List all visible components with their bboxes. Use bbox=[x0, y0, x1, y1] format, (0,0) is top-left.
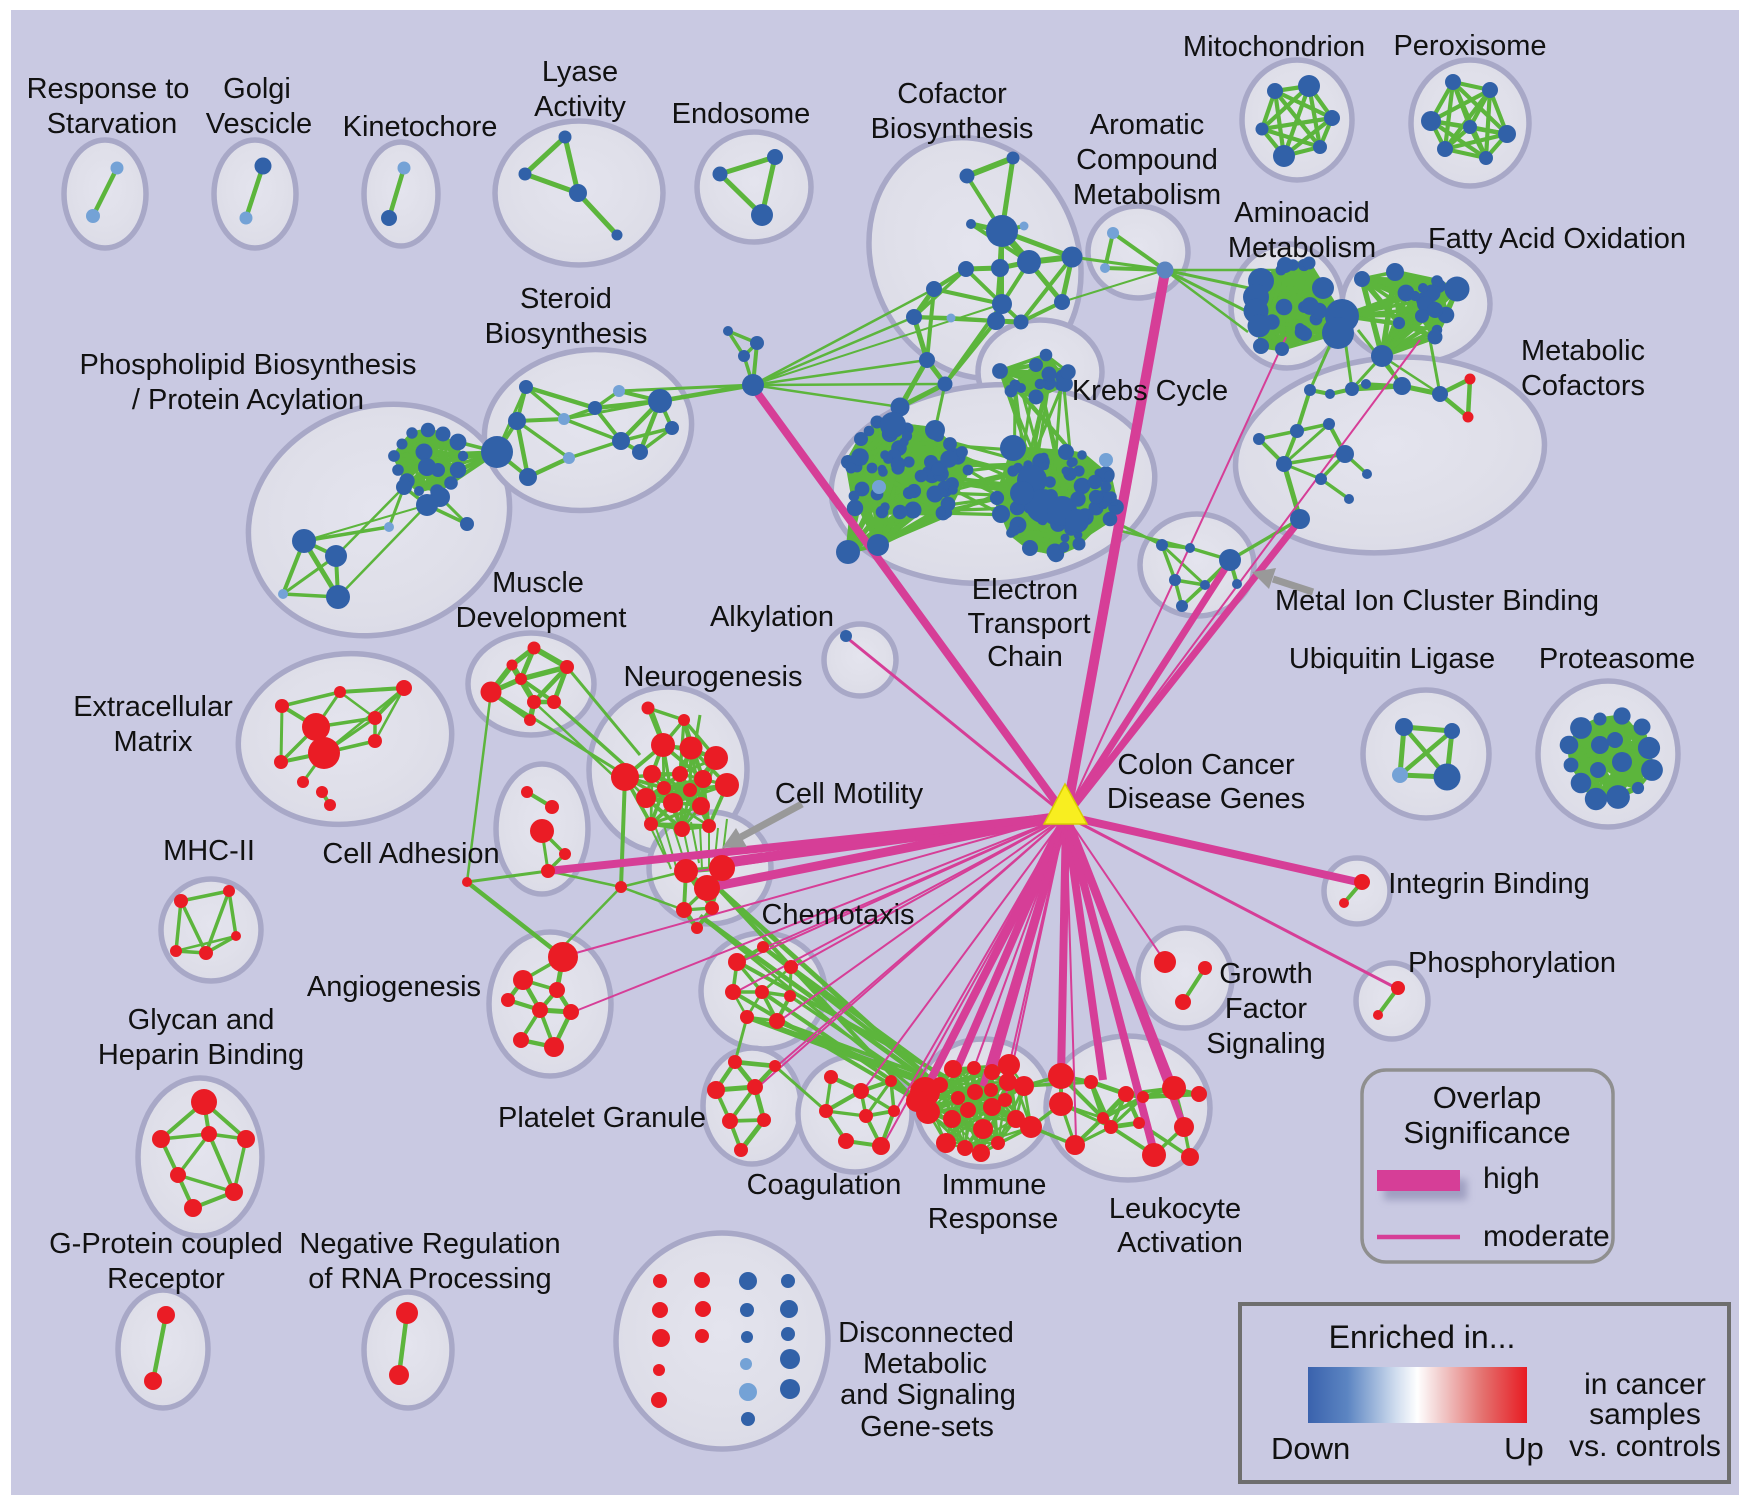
svg-text:Chain: Chain bbox=[987, 641, 1063, 673]
svg-text:Muscle: Muscle bbox=[492, 567, 584, 599]
svg-text:Platelet Granule: Platelet Granule bbox=[498, 1102, 706, 1134]
svg-text:Response to: Response to bbox=[27, 73, 190, 105]
svg-text:Significance: Significance bbox=[1403, 1115, 1570, 1150]
svg-text:Heparin Binding: Heparin Binding bbox=[98, 1039, 304, 1071]
svg-text:Colon Cancer: Colon Cancer bbox=[1117, 749, 1295, 781]
svg-text:Vescicle: Vescicle bbox=[206, 108, 312, 140]
svg-text:Biosynthesis: Biosynthesis bbox=[485, 318, 648, 350]
svg-text:Signaling: Signaling bbox=[1206, 1028, 1325, 1060]
svg-text:/ Protein Acylation: / Protein Acylation bbox=[132, 384, 364, 416]
svg-text:Factor: Factor bbox=[1225, 993, 1308, 1025]
svg-text:Response: Response bbox=[928, 1203, 1059, 1235]
svg-text:Aromatic: Aromatic bbox=[1090, 109, 1204, 141]
svg-text:Negative Regulation: Negative Regulation bbox=[299, 1228, 560, 1260]
svg-text:Cell Adhesion: Cell Adhesion bbox=[322, 838, 499, 870]
svg-text:Metabolic: Metabolic bbox=[1521, 335, 1645, 367]
svg-text:Activity: Activity bbox=[534, 91, 626, 123]
svg-text:MHC-II: MHC-II bbox=[163, 835, 255, 867]
svg-text:Metal Ion Cluster Binding: Metal Ion Cluster Binding bbox=[1275, 585, 1599, 617]
svg-text:Ubiquitin Ligase: Ubiquitin Ligase bbox=[1289, 643, 1495, 675]
svg-text:Leukocyte: Leukocyte bbox=[1109, 1193, 1241, 1225]
svg-text:Up: Up bbox=[1504, 1431, 1544, 1466]
svg-text:Activation: Activation bbox=[1117, 1227, 1243, 1259]
svg-text:Development: Development bbox=[456, 602, 627, 634]
svg-text:Proteasome: Proteasome bbox=[1539, 643, 1695, 675]
svg-text:samples: samples bbox=[1589, 1398, 1701, 1431]
svg-text:Golgi: Golgi bbox=[223, 73, 291, 105]
svg-text:Growth: Growth bbox=[1219, 958, 1312, 990]
svg-text:Integrin Binding: Integrin Binding bbox=[1388, 868, 1590, 900]
svg-text:Angiogenesis: Angiogenesis bbox=[307, 971, 481, 1003]
svg-text:Peroxisome: Peroxisome bbox=[1393, 30, 1546, 62]
svg-text:Cell Motility: Cell Motility bbox=[775, 778, 924, 810]
svg-text:G-Protein coupled: G-Protein coupled bbox=[49, 1228, 283, 1260]
svg-text:Phospholipid Biosynthesis: Phospholipid Biosynthesis bbox=[80, 349, 417, 381]
svg-text:Starvation: Starvation bbox=[47, 108, 178, 140]
svg-text:Transport: Transport bbox=[967, 608, 1090, 640]
svg-text:Cofactor: Cofactor bbox=[897, 78, 1007, 110]
svg-text:Down: Down bbox=[1271, 1431, 1350, 1466]
svg-text:Gene-sets: Gene-sets bbox=[860, 1411, 994, 1443]
svg-text:Coagulation: Coagulation bbox=[747, 1169, 902, 1201]
svg-text:Matrix: Matrix bbox=[114, 726, 193, 758]
svg-text:Mitochondrion: Mitochondrion bbox=[1183, 31, 1365, 63]
svg-text:Fatty Acid Oxidation: Fatty Acid Oxidation bbox=[1428, 223, 1686, 255]
svg-text:Enriched in...: Enriched in... bbox=[1329, 1319, 1516, 1355]
svg-text:Metabolic: Metabolic bbox=[863, 1348, 987, 1380]
svg-text:Alkylation: Alkylation bbox=[710, 601, 834, 633]
svg-text:Lyase: Lyase bbox=[542, 56, 618, 88]
svg-text:Extracellular: Extracellular bbox=[73, 691, 233, 723]
svg-text:and Signaling: and Signaling bbox=[840, 1379, 1016, 1411]
svg-text:Disconnected: Disconnected bbox=[838, 1317, 1014, 1349]
svg-text:vs. controls: vs. controls bbox=[1569, 1430, 1721, 1463]
svg-text:Kinetochore: Kinetochore bbox=[343, 111, 498, 143]
svg-text:Disease Genes: Disease Genes bbox=[1107, 783, 1305, 815]
svg-text:Chemotaxis: Chemotaxis bbox=[761, 899, 914, 931]
svg-text:Metabolism: Metabolism bbox=[1073, 179, 1221, 211]
svg-text:Krebs Cycle: Krebs Cycle bbox=[1072, 375, 1228, 407]
svg-text:Endosome: Endosome bbox=[672, 98, 811, 130]
svg-text:Aminoacid: Aminoacid bbox=[1234, 197, 1369, 229]
svg-text:high: high bbox=[1483, 1162, 1540, 1195]
svg-text:in cancer: in cancer bbox=[1584, 1368, 1706, 1401]
svg-text:Cofactors: Cofactors bbox=[1521, 370, 1645, 402]
svg-text:Metabolism: Metabolism bbox=[1228, 232, 1376, 264]
svg-text:Overlap: Overlap bbox=[1433, 1080, 1542, 1115]
svg-text:Glycan and: Glycan and bbox=[128, 1004, 275, 1036]
svg-text:Receptor: Receptor bbox=[107, 1263, 225, 1295]
svg-text:Steroid: Steroid bbox=[520, 283, 612, 315]
svg-text:Electron: Electron bbox=[972, 574, 1078, 606]
svg-text:Compound: Compound bbox=[1076, 144, 1218, 176]
svg-text:of RNA Processing: of RNA Processing bbox=[308, 1263, 551, 1295]
svg-text:Phosphorylation: Phosphorylation bbox=[1408, 947, 1616, 979]
svg-text:Biosynthesis: Biosynthesis bbox=[871, 113, 1034, 145]
svg-text:Neurogenesis: Neurogenesis bbox=[624, 661, 803, 693]
svg-text:moderate: moderate bbox=[1483, 1220, 1610, 1253]
svg-text:Immune: Immune bbox=[942, 1169, 1047, 1201]
